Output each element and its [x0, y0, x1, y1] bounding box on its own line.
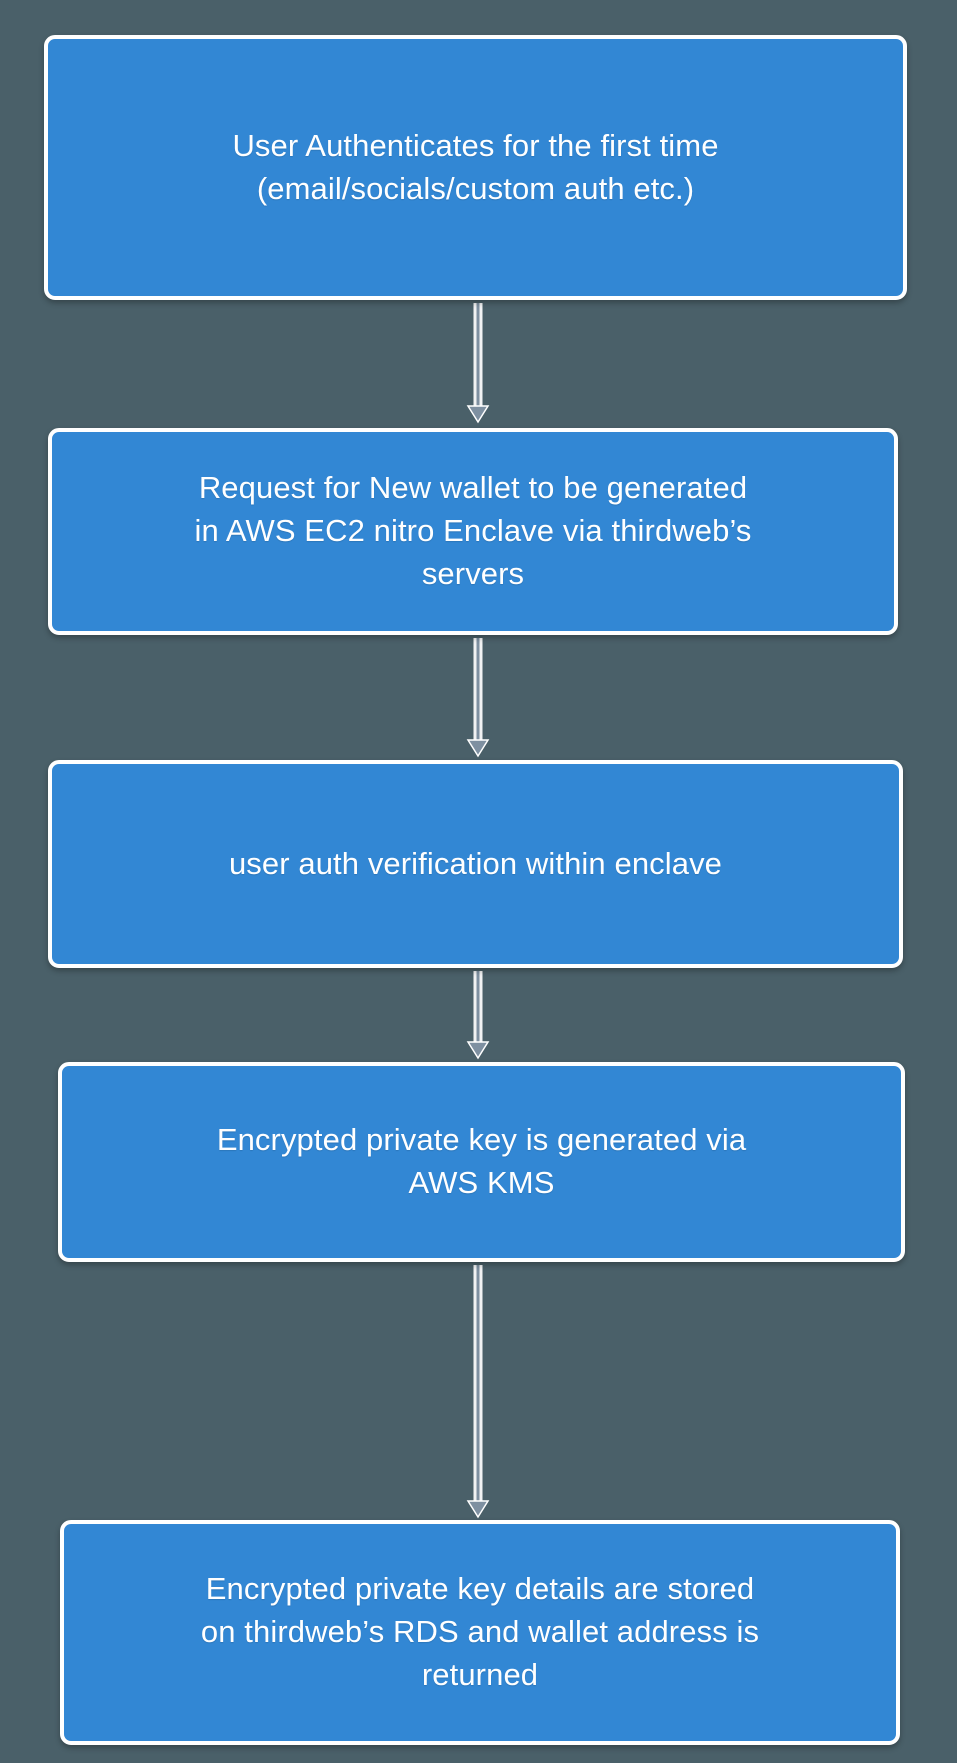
- arrowhead-down-icon: [466, 1500, 490, 1519]
- arrowhead-down-icon: [466, 1041, 490, 1060]
- flow-node-label: Encrypted private key details are stored…: [200, 1571, 760, 1692]
- edge-node3-to-node4: [466, 971, 490, 1060]
- edge-node2-to-node3: [466, 638, 490, 758]
- flow-node-label: Request for New wallet to be generated i…: [194, 470, 752, 591]
- arrowhead-down-icon: [466, 405, 490, 424]
- arrowhead-down-icon: [466, 739, 490, 758]
- edge-node1-to-node2: [466, 303, 490, 424]
- flow-node-user-auth-verification[interactable]: user auth verification within enclave: [48, 760, 903, 968]
- edge-node4-to-node5: [466, 1265, 490, 1519]
- flow-node-key-details-stored[interactable]: Encrypted private key details are stored…: [60, 1520, 900, 1745]
- flow-node-label: Encrypted private key is generated via A…: [216, 1122, 747, 1200]
- flow-node-user-authenticates[interactable]: User Authenticates for the first time (e…: [44, 35, 907, 300]
- flow-node-encrypted-private-key-generated[interactable]: Encrypted private key is generated via A…: [58, 1062, 905, 1262]
- flow-node-request-new-wallet[interactable]: Request for New wallet to be generated i…: [48, 428, 898, 635]
- flow-node-label: User Authenticates for the first time (e…: [232, 127, 719, 206]
- flow-node-label: user auth verification within enclave: [228, 845, 723, 881]
